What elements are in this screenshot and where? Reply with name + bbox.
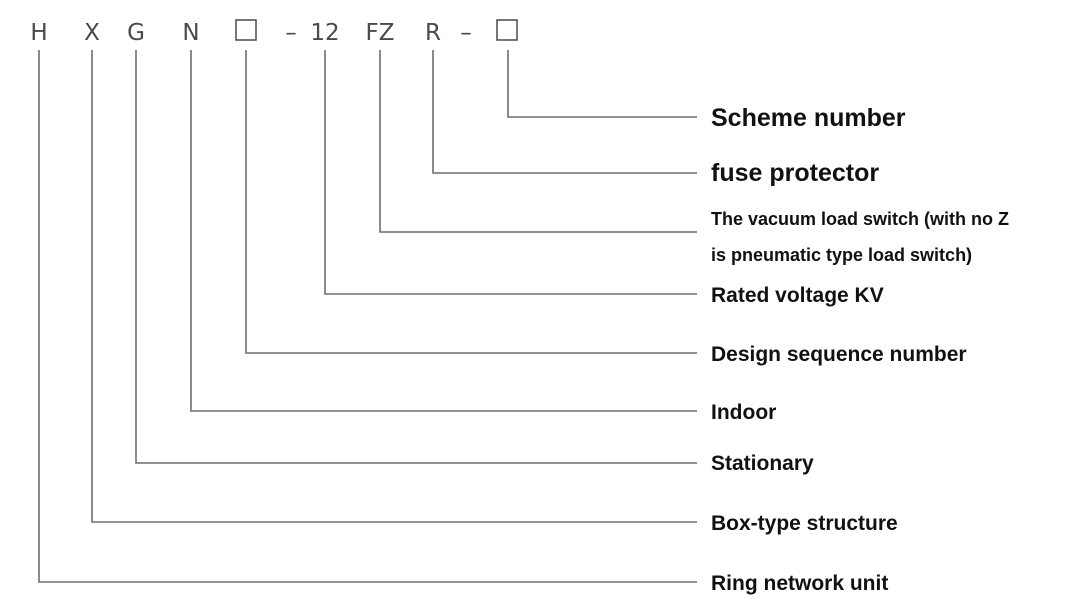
code-dash-2: –: [460, 20, 472, 46]
design-sequence-placeholder-box: [235, 19, 257, 41]
code-dash-1: –: [285, 20, 297, 46]
code-letter-r: R: [425, 20, 441, 46]
model-code: H X G N – 12 FZ R –: [30, 19, 518, 46]
leader-ring-network: [38, 50, 697, 583]
label-fuse-protector: fuse protector: [711, 159, 879, 187]
code-letter-n: N: [182, 20, 199, 46]
label-scheme-number: Scheme number: [711, 104, 906, 132]
leader-rated-voltage: [324, 50, 697, 295]
scheme-number-placeholder-box: [496, 19, 518, 41]
leader-box-type: [91, 50, 697, 523]
label-stationary: Stationary: [711, 452, 814, 475]
leader-lines: [38, 50, 697, 583]
leader-stationary: [135, 50, 697, 464]
label-design-sequence: Design sequence number: [711, 343, 967, 366]
code-fz: FZ: [366, 20, 395, 46]
description-labels: Scheme number fuse protector The vacuum …: [711, 104, 1009, 595]
label-indoor: Indoor: [711, 401, 776, 424]
label-ring-network: Ring network unit: [711, 572, 888, 595]
code-letter-x: X: [84, 20, 100, 46]
label-box-type: Box-type structure: [711, 512, 898, 535]
leader-indoor: [190, 50, 697, 412]
code-letter-h: H: [30, 20, 47, 46]
leader-vacuum-load-switch: [379, 50, 697, 233]
leader-design-sequence: [245, 50, 697, 354]
code-voltage: 12: [310, 20, 339, 46]
leader-scheme-number: [507, 50, 697, 118]
leader-fuse-protector: [432, 50, 697, 174]
code-letter-g: G: [127, 20, 145, 46]
label-rated-voltage: Rated voltage KV: [711, 284, 884, 307]
label-vacuum-line-1: The vacuum load switch (with no Z: [711, 209, 1009, 229]
label-vacuum-line-2: is pneumatic type load switch): [711, 245, 972, 265]
